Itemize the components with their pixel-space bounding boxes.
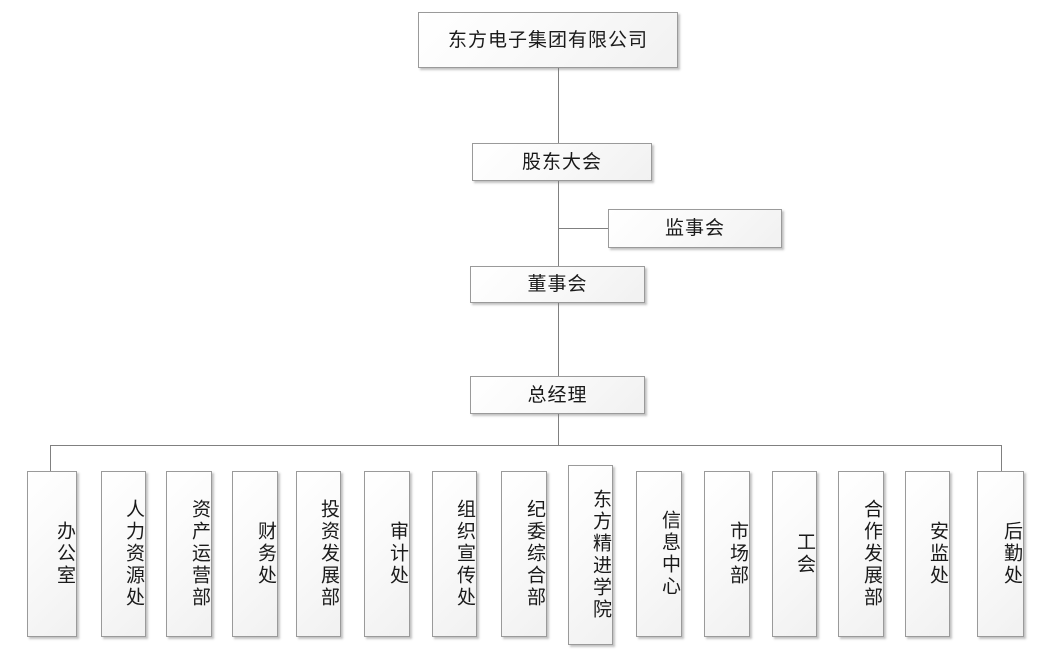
node-department-8-label: 东方精进学院: [590, 489, 612, 621]
connector-shareholders-to-board: [558, 181, 559, 266]
node-department-14[interactable]: 后勤处: [977, 471, 1024, 637]
node-department-8[interactable]: 东方精进学院: [568, 465, 613, 645]
connector-trunk-to-supervisors: [558, 228, 608, 229]
node-company-root-label: 东方电子集团有限公司: [447, 28, 648, 51]
connector-root-to-shareholders: [558, 68, 559, 143]
node-shareholders-label: 股东大会: [521, 150, 602, 173]
node-general-manager[interactable]: 总经理: [470, 376, 645, 414]
connector-bus-drop-first: [50, 445, 51, 471]
node-supervisors-label: 监事会: [664, 217, 725, 240]
node-general-manager-label: 总经理: [527, 383, 588, 406]
connector-manager-to-bus: [558, 414, 559, 445]
node-department-0[interactable]: 办公室: [27, 471, 77, 637]
node-shareholders[interactable]: 股东大会: [472, 143, 652, 181]
node-department-3-label: 财务处: [255, 521, 277, 587]
node-department-2-label: 资产运营部: [189, 499, 211, 609]
node-department-7-label: 纪委综合部: [524, 499, 546, 609]
node-department-11[interactable]: 工会: [772, 471, 817, 637]
node-department-10-label: 市场部: [727, 521, 749, 587]
node-department-13[interactable]: 安监处: [905, 471, 950, 637]
node-department-1-label: 人力资源处: [123, 499, 145, 609]
node-department-4[interactable]: 投资发展部: [296, 471, 341, 637]
node-department-0-label: 办公室: [54, 521, 76, 587]
node-department-3[interactable]: 财务处: [232, 471, 278, 637]
connector-bus-drop-last: [1001, 445, 1002, 471]
node-supervisors[interactable]: 监事会: [608, 209, 782, 248]
node-company-root[interactable]: 东方电子集团有限公司: [418, 12, 678, 68]
node-department-12[interactable]: 合作发展部: [838, 471, 884, 637]
node-department-6[interactable]: 组织宣传处: [432, 471, 477, 637]
node-department-9-label: 信息中心: [659, 510, 681, 598]
node-department-7[interactable]: 纪委综合部: [501, 471, 547, 637]
node-department-5-label: 审计处: [387, 521, 409, 587]
node-department-6-label: 组织宣传处: [454, 499, 476, 609]
node-department-12-label: 合作发展部: [861, 499, 883, 609]
node-department-11-label: 工会: [794, 532, 816, 576]
node-department-5[interactable]: 审计处: [364, 471, 410, 637]
node-department-13-label: 安监处: [927, 521, 949, 587]
node-department-14-label: 后勤处: [1001, 521, 1023, 587]
node-department-1[interactable]: 人力资源处: [101, 471, 146, 637]
node-board-label: 董事会: [527, 273, 588, 296]
node-department-2[interactable]: 资产运营部: [166, 471, 212, 637]
connector-board-to-manager: [558, 303, 559, 376]
node-department-4-label: 投资发展部: [318, 499, 340, 609]
node-board[interactable]: 董事会: [470, 266, 645, 303]
node-department-9[interactable]: 信息中心: [636, 471, 682, 637]
node-department-10[interactable]: 市场部: [704, 471, 750, 637]
connector-department-bus: [50, 445, 1002, 446]
